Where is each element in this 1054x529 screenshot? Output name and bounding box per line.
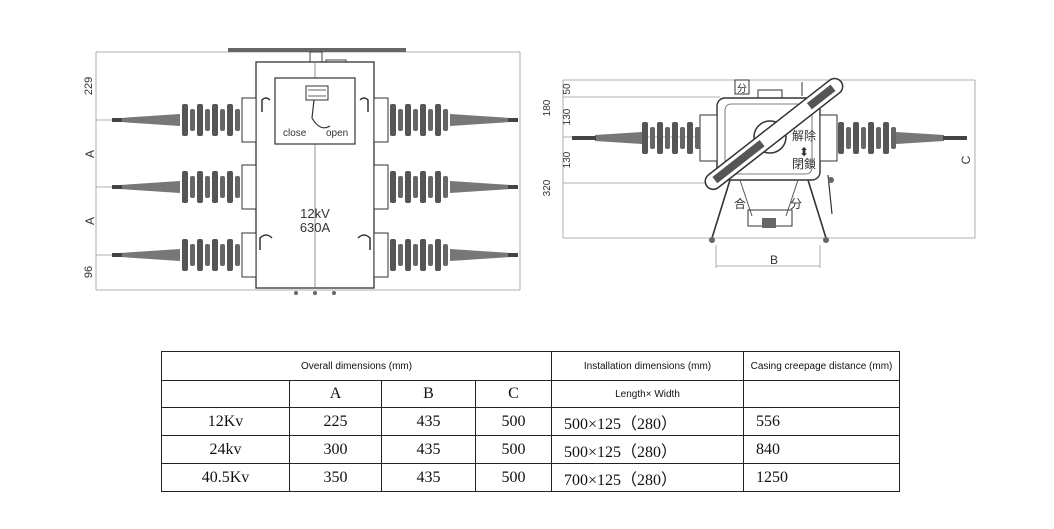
unlock-label: 解除	[792, 128, 816, 143]
lock-label: 閉鎖	[792, 156, 816, 171]
dim-a-upper: A	[83, 150, 97, 158]
front-view: 229 A A 96 close open 12kV 630A	[83, 48, 521, 295]
header-col-c: C	[474, 380, 553, 408]
table-row: 12Kv 225 435 500 500×125（280） 556	[161, 407, 901, 436]
row-creepage: 1250	[743, 463, 901, 492]
dim-320: 320	[542, 179, 553, 196]
dimensions-table: Overall dimensions (mm) Installation dim…	[160, 351, 901, 492]
header-col-b: B	[381, 380, 476, 408]
row-voltage: 24kv	[161, 435, 290, 464]
row-voltage: 12Kv	[161, 407, 290, 436]
row-a: 350	[289, 463, 382, 492]
top-cn-label: 分	[737, 83, 747, 95]
technical-drawings: 229 A A 96 close open 12kV 630A	[83, 48, 976, 295]
header-creepage: Casing creepage distance (mm)	[743, 351, 901, 381]
row-c: 500	[474, 407, 553, 436]
close-label: close	[283, 128, 307, 139]
row-install: 500×125（280）	[551, 407, 745, 436]
dim-130-lower: 130	[562, 151, 573, 168]
header-creepage-empty	[743, 380, 901, 408]
row-voltage: 40.5Kv	[161, 463, 290, 492]
close-cn-label: 合	[734, 196, 746, 211]
open-label: open	[326, 128, 348, 139]
row-a: 300	[289, 435, 382, 464]
dim-229: 229	[83, 77, 95, 95]
row-install: 500×125（280）	[551, 435, 745, 464]
header-overall: Overall dimensions (mm)	[160, 351, 553, 381]
dim-96: 96	[83, 266, 95, 278]
dim-130-upper: 130	[562, 108, 573, 125]
dim-c: C	[959, 155, 973, 164]
header-empty	[161, 380, 290, 408]
table-subheader-row: A B C Length× Width	[161, 380, 901, 408]
row-b: 435	[381, 463, 476, 492]
row-b: 435	[381, 435, 476, 464]
header-col-a: A	[289, 380, 382, 408]
row-creepage: 840	[743, 435, 901, 464]
row-c: 500	[474, 463, 553, 492]
table-row: 24kv 300 435 500 500×125（280） 840	[161, 435, 901, 464]
voltage-label: 12kV	[300, 206, 330, 221]
row-install: 700×125（280）	[551, 463, 745, 492]
row-b: 435	[381, 407, 476, 436]
dim-50: 50	[562, 83, 573, 95]
header-install: Installation dimensions (mm)	[551, 351, 745, 381]
dim-b: B	[770, 253, 778, 267]
header-install-sub: Length× Width	[551, 380, 745, 408]
table-header-row: Overall dimensions (mm) Installation dim…	[160, 351, 901, 381]
current-label: 630A	[300, 220, 331, 235]
unlock-lock-arrow-icon: ⬍	[799, 145, 809, 159]
table-row: 40.5Kv 350 435 500 700×125（280） 1250	[161, 463, 901, 492]
side-view: 解除 閉鎖 ⬍ 合 分 分 180 50 130 130 320 B C	[542, 77, 976, 268]
row-c: 500	[474, 435, 553, 464]
dim-180: 180	[542, 99, 553, 116]
row-creepage: 556	[743, 407, 901, 436]
dim-a-lower: A	[83, 217, 97, 225]
open-cn-label: 分	[790, 197, 802, 211]
row-a: 225	[289, 407, 382, 436]
